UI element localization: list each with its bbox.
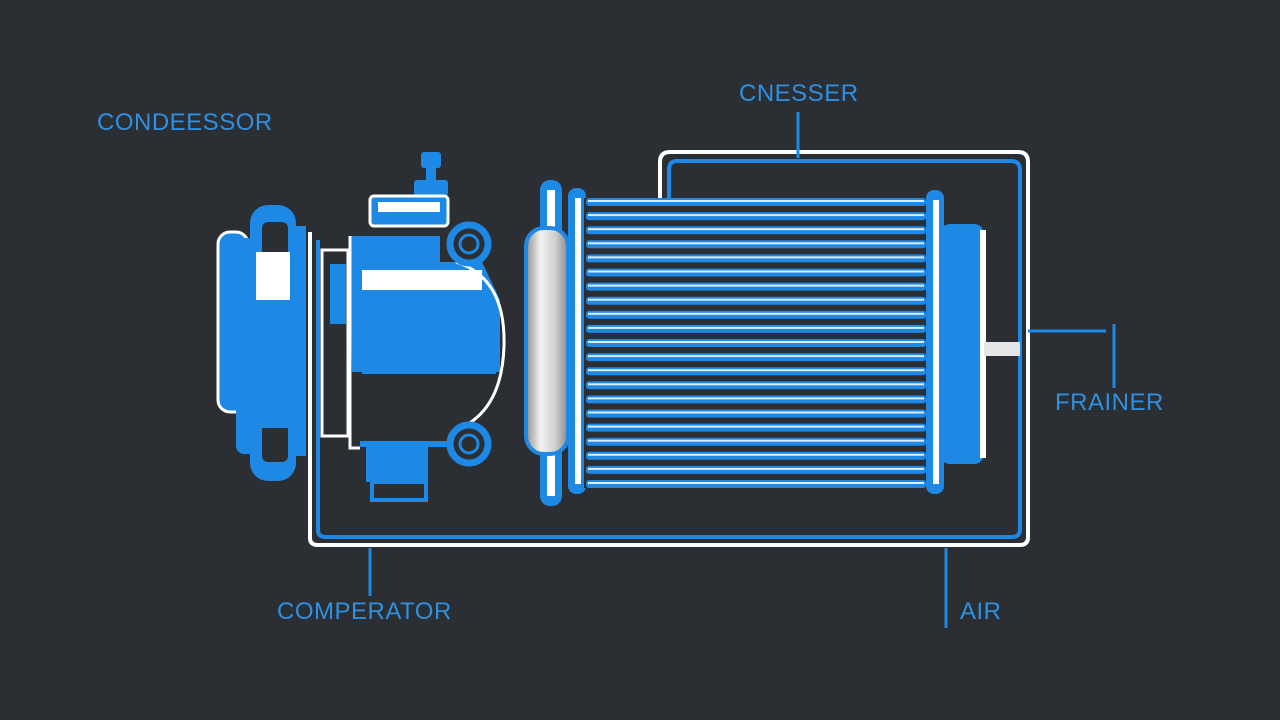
label-comperator: COMPERATOR [277,598,452,625]
condenser-fin-highlight [588,284,924,287]
condenser-fin-highlight [588,312,924,315]
condenser-end-cap [926,190,1020,494]
label-frainer: FRAINER [1055,389,1164,416]
condenser-fin-highlight [588,298,924,301]
label-condeessor: CONDEESSOR [97,109,273,136]
condenser-fin-highlight [588,242,924,245]
condenser-fin-highlight [588,439,924,442]
compressor-icon [216,152,506,502]
condenser-fin-highlight [588,200,924,202]
condenser-fin-highlight [588,467,924,470]
condenser-fin-highlight [588,397,924,400]
condenser-fin-highlight [588,228,924,231]
condenser-fin-highlight [588,355,924,358]
condenser-fin-highlight [588,425,924,428]
condenser-fin-highlight [588,453,924,456]
condenser-fin-highlight [588,369,924,372]
condenser-fins [586,198,926,488]
condenser-fin-highlight [588,256,924,259]
label-cnesser: CNESSER [739,80,859,107]
condenser-fin-highlight [588,326,924,329]
condenser-fin-highlight [588,341,924,343]
leader-lines [368,112,1116,628]
label-air: AIR [960,598,1002,625]
condenser-fin-highlight [588,214,924,217]
condenser-fin-highlight [588,482,924,484]
condenser-fin-highlight [588,383,924,386]
condenser-fin-highlight [588,411,924,414]
condenser-fin-highlight [588,270,924,273]
